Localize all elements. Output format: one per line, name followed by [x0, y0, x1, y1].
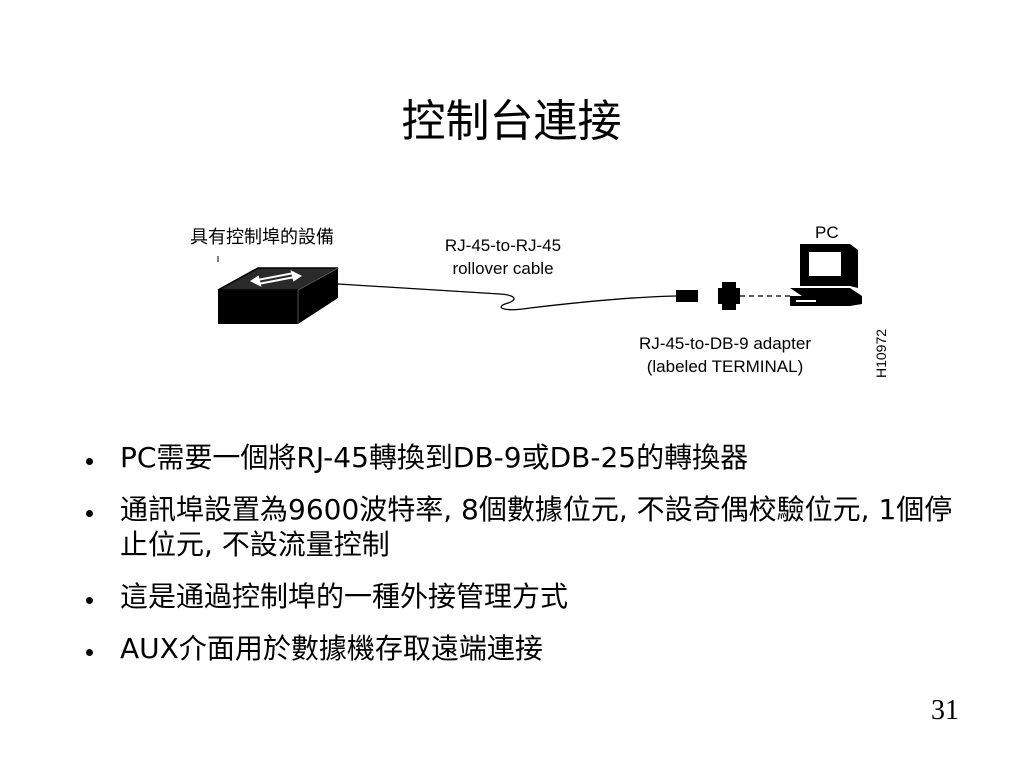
figure-id: H10972 — [873, 329, 889, 378]
bullet-item: 通訊埠設置為9600波特率, 8個數據位元, 不設奇偶校驗位元, 1個停止位元,… — [82, 492, 962, 562]
rj45-plug-icon — [676, 290, 698, 302]
cable-label-line2: rollover cable — [452, 259, 553, 278]
db9-adapter-icon — [718, 282, 740, 310]
adapter-label-line1: RJ-45-to-DB-9 adapter — [639, 334, 811, 353]
bullet-dot-icon — [86, 458, 93, 465]
page-number: 31 — [931, 695, 959, 726]
bullet-item: AUX介面用於數據機存取遠端連接 — [82, 631, 962, 666]
device-label: 具有控制埠的設備 — [190, 227, 334, 248]
console-connection-diagram: 具有控制埠的設備 RJ-45-to-RJ-45 rollover cable P… — [190, 223, 889, 378]
network-device-icon — [217, 267, 339, 324]
bullet-item: 這是通過控制埠的一種外接管理方式 — [82, 579, 962, 614]
bullet-dot-icon — [86, 597, 93, 604]
bullet-text: 通訊埠設置為9600波特率, 8個數據位元, 不設奇偶校驗位元, 1個停止位元,… — [120, 493, 953, 561]
bullet-dot-icon — [86, 510, 93, 517]
bullet-list: PC需要一個將RJ-45轉換到DB-9或DB-25的轉換器 通訊埠設置為9600… — [82, 440, 962, 683]
rollover-cable — [337, 283, 677, 311]
pc-icon — [790, 244, 862, 306]
slide-title: 控制台連接 — [401, 96, 622, 147]
bullet-text: PC需要一個將RJ-45轉換到DB-9或DB-25的轉換器 — [120, 441, 749, 474]
bullet-dot-icon — [86, 649, 93, 656]
pc-label: PC — [815, 223, 839, 242]
bullet-text: 這是通過控制埠的一種外接管理方式 — [120, 580, 569, 613]
cable-label-line1: RJ-45-to-RJ-45 — [445, 236, 561, 255]
adapter-label-line2: (labeled TERMINAL) — [647, 357, 804, 376]
bullet-item: PC需要一個將RJ-45轉換到DB-9或DB-25的轉換器 — [82, 440, 962, 475]
bullet-text: AUX介面用於數據機存取遠端連接 — [120, 632, 543, 665]
